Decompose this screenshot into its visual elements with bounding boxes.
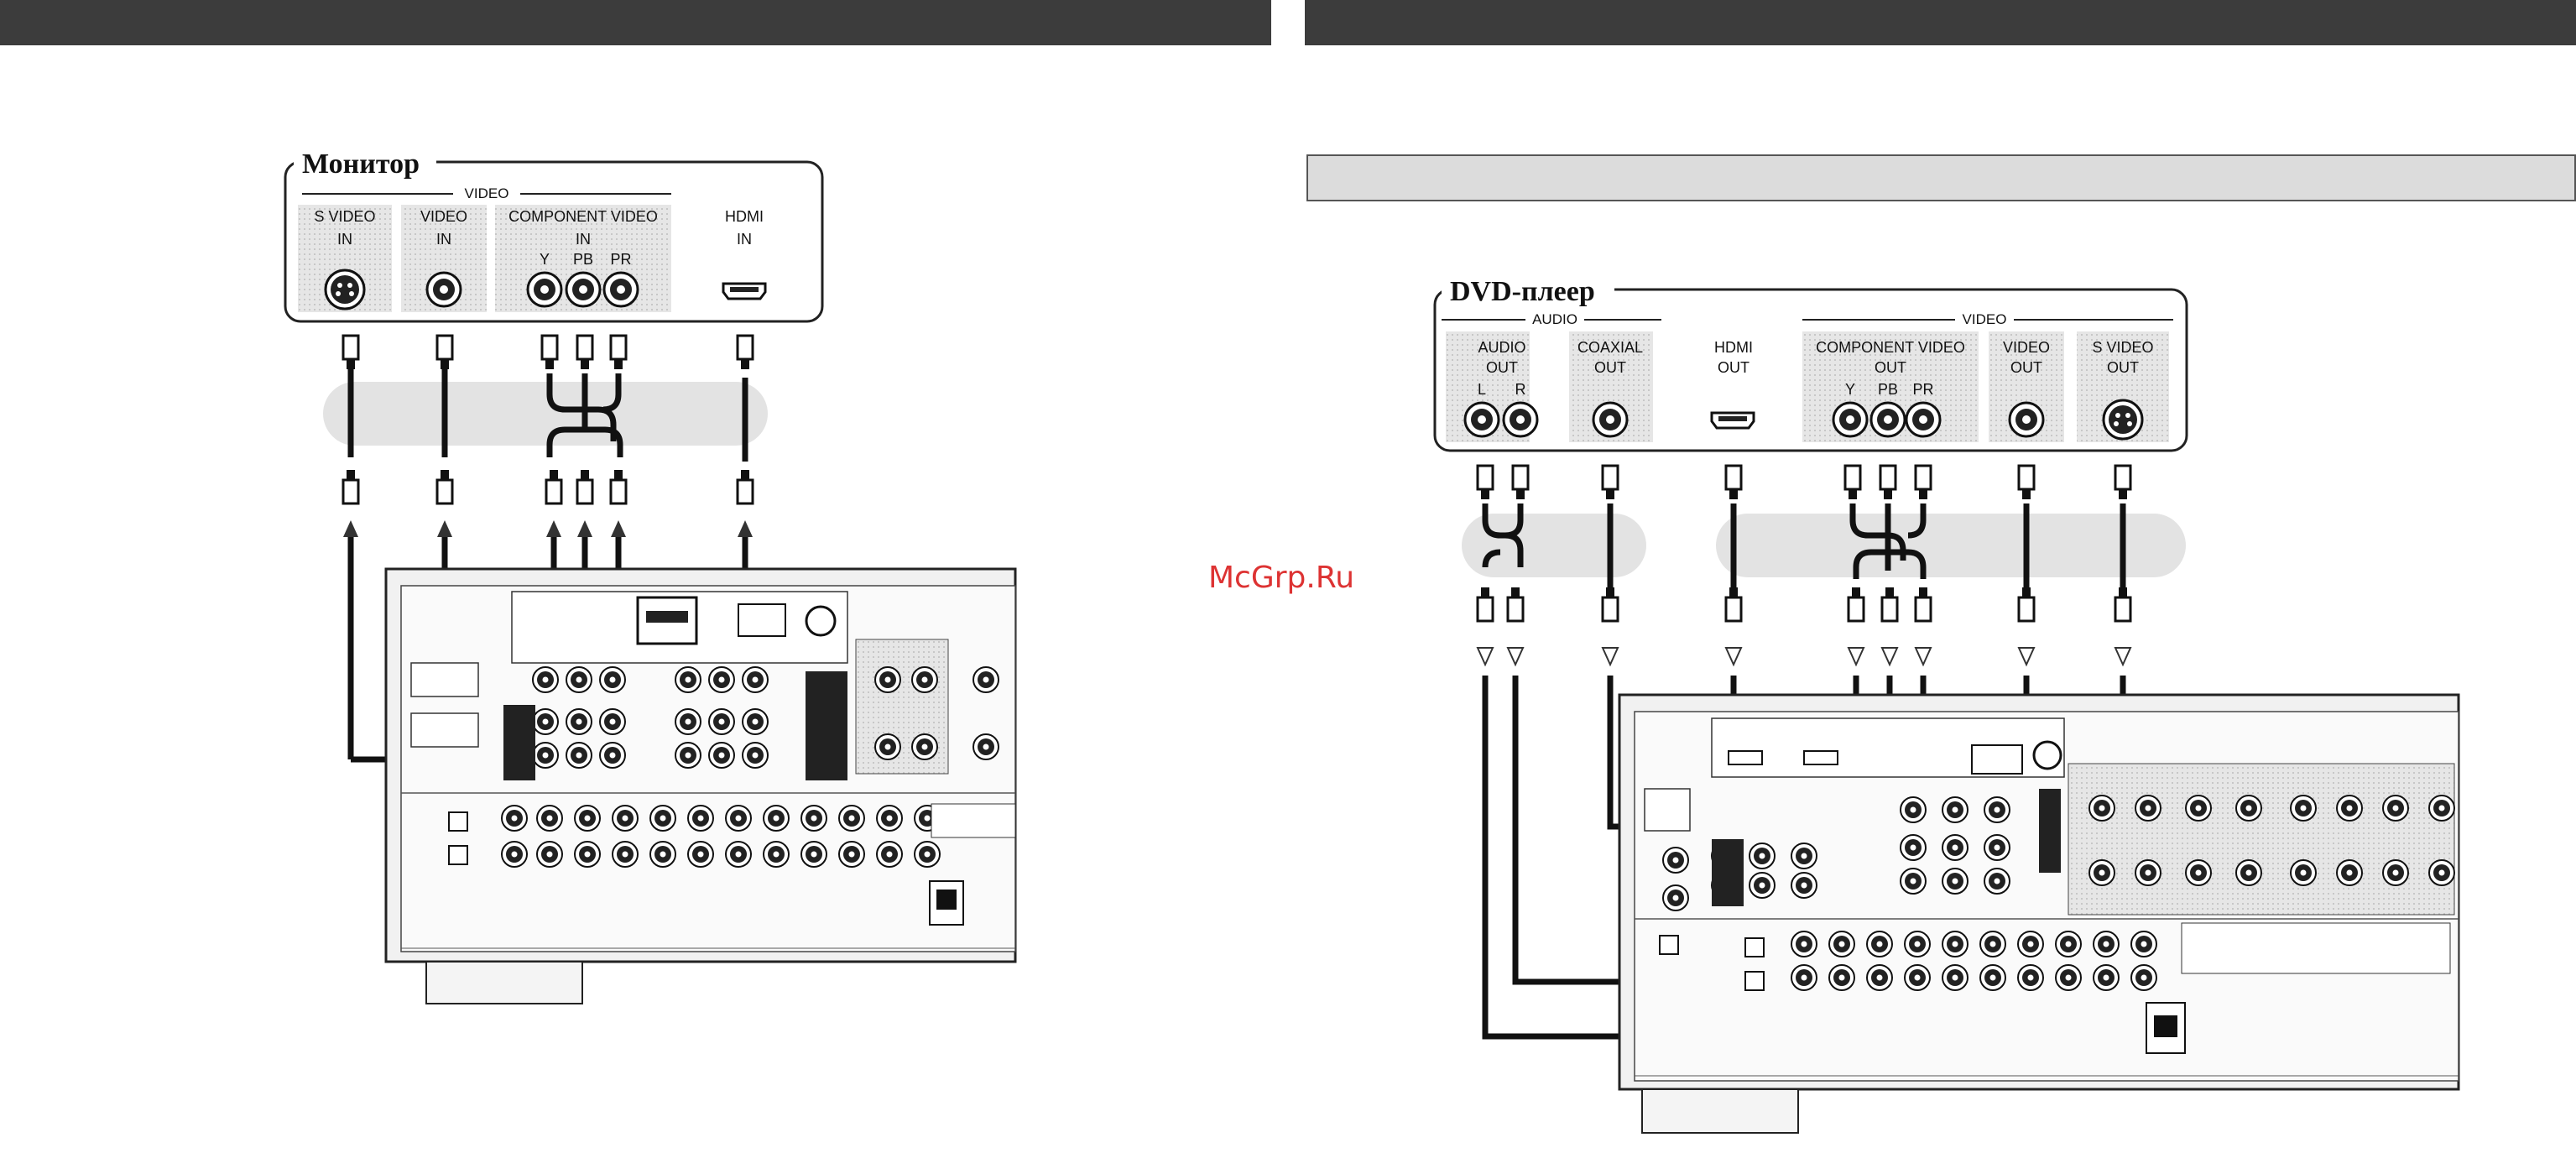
receiver-rear-panel-left — [386, 569, 1015, 1004]
dvd-player-panel: DVD-плеер AUDIO VIDEO AUDIO OUT COAXIAL … — [1435, 276, 2187, 451]
rca-jack-icon — [1906, 403, 1940, 436]
monitor-channel-pr: PR — [610, 251, 631, 268]
monitor-port-component-line2: IN — [576, 231, 591, 248]
dvd-port-video-line1: VIDEO — [2003, 339, 2050, 356]
monitor-port-hdmi-line1: HDMI — [725, 208, 764, 225]
rca-jack-icon — [566, 273, 600, 306]
dvd-port-coaxial-line2: OUT — [1594, 359, 1626, 376]
svideo-jack-icon — [2104, 400, 2142, 439]
dvd-port-hdmi-line1: HDMI — [1714, 339, 1753, 356]
dvd-video-group-label: VIDEO — [1963, 311, 2007, 327]
monitor-channel-pb: PB — [573, 251, 593, 268]
dvd-channel-pr: PR — [1912, 381, 1933, 398]
monitor-port-svideo-line2: IN — [337, 231, 352, 248]
rca-jack-icon — [528, 273, 561, 306]
receiver-rear-panel-right — [1619, 695, 2459, 1133]
dvd-port-video-line2: OUT — [2010, 359, 2042, 376]
monitor-port-video-line1: VIDEO — [420, 208, 467, 225]
monitor-port-hdmi-line2: IN — [737, 231, 752, 248]
dvd-channel-l: L — [1478, 381, 1486, 398]
rca-jack-icon — [1833, 403, 1867, 436]
dvd-audio-group-label: AUDIO — [1532, 311, 1577, 327]
dvd-port-audio-line2: OUT — [1486, 359, 1518, 376]
dvd-channel-r: R — [1515, 381, 1526, 398]
hdmi-jack-icon — [1712, 413, 1754, 428]
rca-jack-icon — [1465, 403, 1499, 436]
svideo-jack-icon — [326, 270, 364, 309]
monitor-port-svideo-line1: S VIDEO — [314, 208, 375, 225]
rca-jack-icon — [2010, 403, 2043, 436]
dvd-channel-pb: PB — [1878, 381, 1898, 398]
dvd-port-component-line1: COMPONENT VIDEO — [1816, 339, 1965, 356]
monitor-video-group-label: VIDEO — [465, 185, 509, 201]
rca-jack-icon — [427, 273, 461, 306]
rca-jack-icon — [1504, 403, 1537, 436]
dvd-port-audio-line1: AUDIO — [1478, 339, 1525, 356]
cable-band — [1716, 514, 2186, 577]
monitor-channel-y: Y — [540, 251, 550, 268]
rca-jack-icon — [1593, 403, 1627, 436]
dvd-port-svideo-line2: OUT — [2107, 359, 2139, 376]
dvd-port-svideo-line1: S VIDEO — [2092, 339, 2153, 356]
dvd-channel-y: Y — [1845, 381, 1855, 398]
cable-band — [1462, 514, 1646, 577]
monitor-panel: Монитор VIDEO S VIDEO IN VIDEO IN COMPON… — [285, 149, 822, 321]
dvd-port-component-line2: OUT — [1875, 359, 1906, 376]
rca-jack-icon — [604, 273, 638, 306]
dvd-title: DVD-плеер — [1450, 276, 1595, 307]
rca-jack-icon — [1871, 403, 1905, 436]
hdmi-jack-icon — [723, 284, 765, 299]
monitor-port-component-line1: COMPONENT VIDEO — [508, 208, 658, 225]
monitor-port-video-line2: IN — [436, 231, 451, 248]
dvd-port-hdmi-line2: OUT — [1718, 359, 1749, 376]
cable-band — [323, 382, 768, 446]
dvd-port-coaxial-line1: COAXIAL — [1577, 339, 1643, 356]
monitor-title: Монитор — [302, 149, 420, 180]
